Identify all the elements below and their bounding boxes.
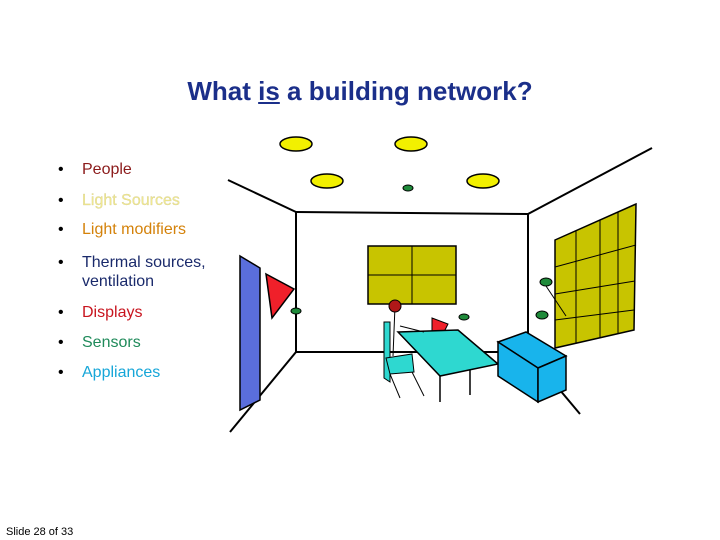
bullet-marker: • [58,304,64,321]
sensor-icon [539,277,553,287]
sensor-icon [402,184,414,192]
slide-title: What is a building network? [0,76,720,107]
bullet-marker: • [58,364,64,381]
light-icon [310,173,344,189]
bullet-marker: • [58,221,64,238]
title-emphasis: is [258,76,280,106]
red-display-icon [265,272,296,320]
bullet-text: Sensors [82,334,141,351]
title-prefix: What [187,76,259,106]
door-panel [239,254,261,412]
person-chair [383,299,425,399]
sensor-icon [458,313,470,321]
light-icon [394,136,428,152]
title-suffix: a building network? [279,76,533,106]
bullet-text: Appliances [82,364,161,381]
bullet-text: People [82,161,132,178]
appliance-box [496,331,568,404]
bullet-marker: • [58,161,64,178]
sensor-icon [290,307,302,315]
light-icon [466,173,500,189]
bullet-marker: • [58,192,64,209]
side-wall-display [545,202,637,349]
slide-number: Slide 28 of 33 [6,526,74,538]
bullet-text: Thermal sources, ventilation [82,254,206,290]
bullet-text: Light Sources [82,192,180,209]
back-wall-display [367,245,457,305]
bullet-marker: • [58,254,64,271]
bullet-marker: • [58,334,64,351]
light-icon [279,136,313,152]
bullet-text: Light modifiers [82,221,187,238]
ceiling-lights [279,136,500,189]
bullet-text: Displays [82,304,143,321]
person-icon [388,299,402,313]
sensor-icon [535,310,549,320]
